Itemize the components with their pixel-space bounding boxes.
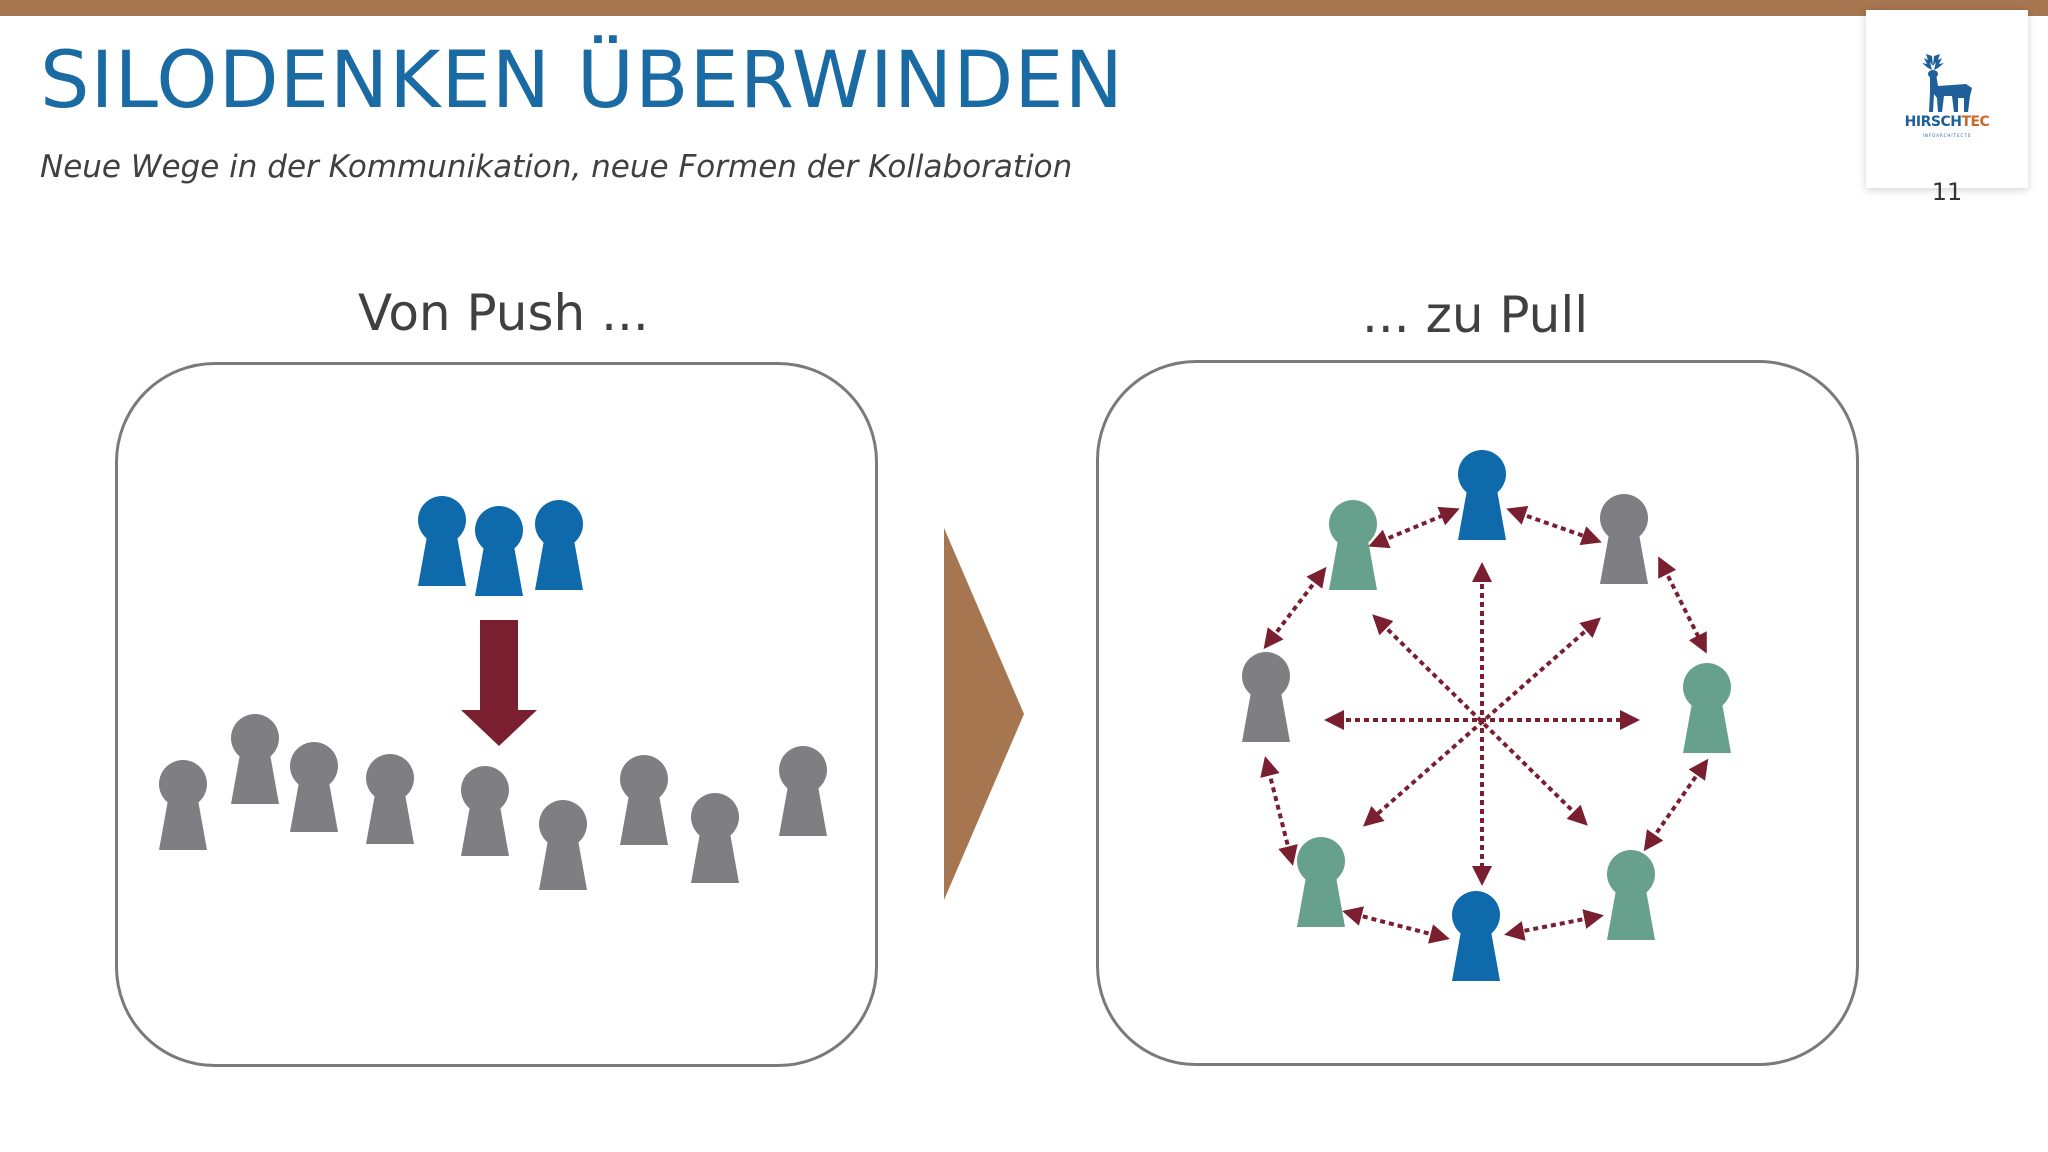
receiver-person — [290, 742, 338, 832]
deer-logo-icon — [1922, 54, 1972, 112]
logo-wordmark: HIRSCHTEC — [1904, 114, 1990, 130]
receiver-person — [159, 760, 207, 850]
pull-label: ... zu Pull — [1362, 286, 1589, 344]
top-accent-bar — [0, 0, 2048, 16]
network-person — [1683, 663, 1731, 753]
network-person — [1329, 500, 1377, 590]
receiver-person — [691, 793, 739, 883]
network-person — [1452, 891, 1500, 981]
slide-title: SILODENKEN ÜBERWINDEN — [40, 36, 1124, 126]
transition-arrow — [944, 528, 1024, 900]
ring-connection-arrow — [1658, 556, 1707, 654]
page-number: 11 — [1931, 178, 1963, 206]
ring-connection-arrow — [1643, 758, 1709, 852]
network-person — [1600, 494, 1648, 584]
network-person — [1458, 450, 1506, 540]
ring-connection-arrow — [1260, 756, 1298, 866]
receiver-person — [539, 800, 587, 890]
pull-connections — [1260, 505, 1709, 944]
ring-connection-arrow — [1504, 909, 1604, 941]
logo-tagline: INFOARCHITECTS — [1922, 133, 1972, 138]
push-arrow — [461, 620, 537, 746]
ring-connection-arrow — [1506, 505, 1602, 546]
ring-connection-arrow — [1342, 906, 1450, 944]
receiver-person — [620, 755, 668, 845]
people — [159, 450, 1731, 981]
network-person — [1607, 850, 1655, 940]
receiver-person — [461, 766, 509, 856]
network-person — [1297, 837, 1345, 927]
sender-person — [475, 506, 523, 596]
ring-connection-arrow — [1368, 506, 1460, 549]
slide-subtitle: Neue Wege in der Kommunikation, neue For… — [40, 149, 1073, 185]
receiver-person — [231, 714, 279, 804]
receiver-person — [366, 754, 414, 844]
push-label: Von Push ... — [358, 284, 649, 342]
hub-connection-arrow — [1362, 617, 1602, 827]
network-person — [1242, 652, 1290, 742]
ring-connection-arrow — [1263, 566, 1327, 650]
logo-card: HIRSCHTEC INFOARCHITECTS — [1866, 10, 2028, 188]
sender-person — [418, 496, 466, 586]
receiver-person — [779, 746, 827, 836]
sender-person — [535, 500, 583, 590]
